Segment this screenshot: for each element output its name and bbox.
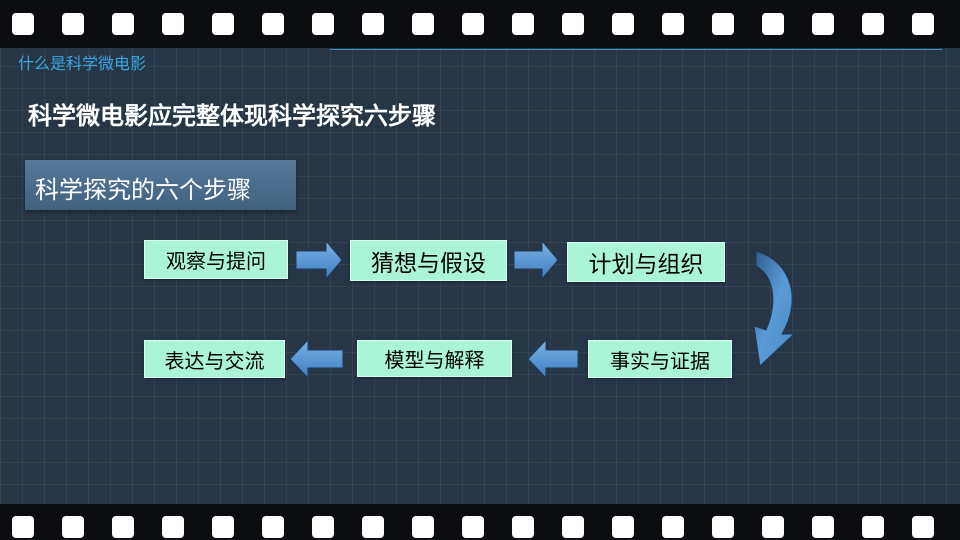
- step-express-communicate: 表达与交流: [144, 340, 285, 378]
- step-observe-question: 观察与提问: [144, 240, 288, 279]
- film-hole-top: [312, 13, 334, 35]
- film-hole-bottom: [612, 516, 634, 538]
- step-plan-organize: 计划与组织: [567, 242, 725, 282]
- header-divider: [330, 49, 942, 50]
- film-hole-top: [712, 13, 734, 35]
- film-hole-top: [612, 13, 634, 35]
- film-hole-bottom: [412, 516, 434, 538]
- film-hole-top: [562, 13, 584, 35]
- subtitle-text: 科学探究的六个步骤: [35, 176, 251, 204]
- step-hypothesis: 猜想与假设: [350, 240, 507, 281]
- film-hole-top: [462, 13, 484, 35]
- film-hole-top: [162, 13, 184, 35]
- step-model-explain: 模型与解释: [357, 340, 512, 377]
- film-hole-top: [212, 13, 234, 35]
- film-hole-top: [112, 13, 134, 35]
- film-hole-top: [62, 13, 84, 35]
- film-hole-bottom: [112, 516, 134, 538]
- film-hole-bottom: [262, 516, 284, 538]
- film-hole-bottom: [712, 516, 734, 538]
- left-arrow-icon: [289, 338, 344, 380]
- right-arrow-icon: [513, 239, 559, 281]
- film-hole-bottom: [512, 516, 534, 538]
- film-strip-top: [0, 0, 960, 48]
- film-hole-top: [412, 13, 434, 35]
- left-arrow-icon: [527, 338, 579, 380]
- film-hole-top: [512, 13, 534, 35]
- film-hole-top: [762, 13, 784, 35]
- right-arrow-icon: [295, 239, 343, 281]
- subtitle-box: 科学探究的六个步骤: [25, 160, 296, 210]
- film-hole-bottom: [462, 516, 484, 538]
- film-hole-bottom: [862, 516, 884, 538]
- film-strip-bottom: [0, 504, 960, 540]
- film-hole-top: [912, 13, 934, 35]
- film-hole-bottom: [62, 516, 84, 538]
- film-hole-bottom: [212, 516, 234, 538]
- film-hole-top: [12, 13, 34, 35]
- page-title: 科学微电影应完整体现科学探究六步骤: [28, 102, 436, 130]
- section-label: 什么是科学微电影: [18, 54, 147, 73]
- film-hole-bottom: [912, 516, 934, 538]
- curved-arrow-icon: [753, 250, 796, 368]
- film-hole-bottom: [812, 516, 834, 538]
- film-hole-bottom: [762, 516, 784, 538]
- film-hole-top: [812, 13, 834, 35]
- film-hole-bottom: [162, 516, 184, 538]
- film-hole-bottom: [12, 516, 34, 538]
- film-hole-bottom: [312, 516, 334, 538]
- film-hole-top: [662, 13, 684, 35]
- film-hole-bottom: [662, 516, 684, 538]
- film-hole-bottom: [362, 516, 384, 538]
- film-hole-top: [362, 13, 384, 35]
- film-hole-bottom: [562, 516, 584, 538]
- step-facts-evidence: 事实与证据: [588, 340, 732, 378]
- film-hole-top: [862, 13, 884, 35]
- film-hole-top: [262, 13, 284, 35]
